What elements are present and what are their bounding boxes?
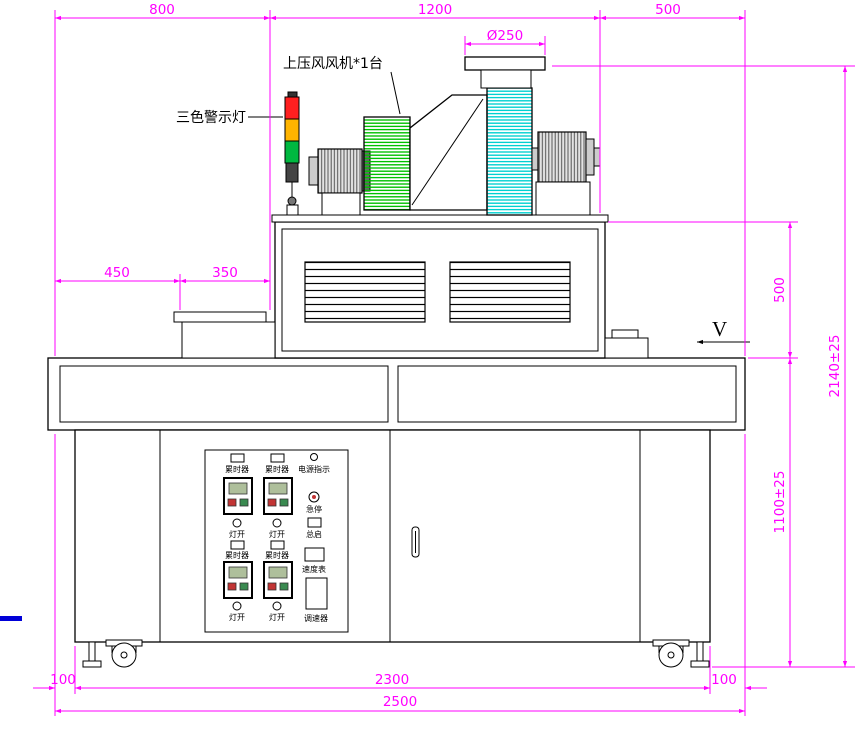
- dim-label-2300: 2300: [375, 672, 409, 688]
- timer-label: 累时器: [265, 464, 289, 474]
- table-panel-left: [59, 365, 389, 423]
- dim-label-100-left: 100: [50, 672, 76, 688]
- dim-label-450: 450: [104, 265, 130, 281]
- lamp-on-label: 灯开: [229, 612, 245, 622]
- speed-governor-knob: [305, 577, 328, 610]
- timer-plate: [230, 453, 245, 463]
- warning-light-green: [284, 140, 300, 164]
- inlet-housing: [181, 321, 276, 359]
- warning-light-base: [285, 162, 299, 183]
- dim-label-1200: 1200: [418, 2, 452, 18]
- outlet-latch: [611, 329, 639, 339]
- timer-label: 累时器: [225, 464, 249, 474]
- timer-label: 累时器: [265, 550, 289, 560]
- leveling-foot-right: [690, 641, 710, 668]
- louver-vent-right: [449, 261, 571, 323]
- master-start-label: 总启: [306, 529, 322, 539]
- callouts: 上压风风机*1台 三色警示灯 V: [176, 56, 750, 345]
- table-panel-right: [397, 365, 737, 423]
- timer-counter: [223, 477, 253, 515]
- top-fan-leader-line: [390, 71, 401, 115]
- timer-plate: [230, 540, 245, 550]
- top-mounting-plate: [271, 214, 609, 223]
- leveling-foot-left: [82, 641, 102, 668]
- power-indicator-label: 电源指示: [298, 464, 330, 474]
- motor-left-body: [317, 148, 363, 194]
- speed-meter-label: 速度表: [302, 564, 326, 574]
- dim-label-500-right: 500: [772, 277, 788, 303]
- timer-plate: [270, 540, 285, 550]
- caster-wheel-right: [652, 639, 690, 668]
- warning-light-yellow: [284, 118, 300, 142]
- dim-label-table-height: 1100±25: [772, 471, 788, 534]
- lamp-on-label: 灯开: [269, 612, 285, 622]
- fan-scroll-detail: [411, 98, 484, 206]
- top-fan-callout: 上压风风机*1台: [283, 56, 383, 72]
- warning-light-red: [284, 96, 300, 120]
- oven-inner-frame: [281, 228, 599, 352]
- lower-cabinet: [74, 429, 711, 643]
- power-indicator-lamp: [310, 453, 318, 461]
- motor-right-body: [537, 131, 587, 183]
- timer-counter: [223, 561, 253, 599]
- direction-v-label: V: [712, 317, 727, 341]
- emergency-stop-dot: [312, 495, 316, 499]
- dim-label-800: 800: [149, 2, 175, 18]
- exhaust-duct: [464, 56, 546, 89]
- fan-motor-right: [531, 131, 601, 216]
- fan-scroll-housing: [409, 94, 488, 211]
- dim-label-duct-diameter: Ø250: [487, 28, 523, 44]
- lamp-on-switch: [232, 601, 242, 611]
- warning-light-tower: [284, 91, 300, 216]
- speed-meter-display: [304, 547, 325, 562]
- lamp-on-switch: [272, 518, 282, 528]
- warning-light-joint: [287, 196, 297, 206]
- blower-column: [486, 87, 533, 216]
- motor-left-base: [321, 192, 361, 216]
- speed-governor-label: 调速器: [304, 614, 328, 623]
- caster-wheel-left: [105, 639, 143, 668]
- dim-label-350: 350: [212, 265, 238, 281]
- control-panel: 累时器 累时器 电源指示 急停 灯开 灯开 总启 累时器 累时器 速度表: [204, 449, 349, 633]
- timer-plate: [270, 453, 285, 463]
- dimensions: 800 1200 500 450 350 Ø250 500 2140±25 11…: [33, 2, 855, 716]
- stray-blue-mark: [0, 616, 22, 621]
- fan-motor-left: [308, 148, 371, 216]
- dim-label-overall-width: 2500: [383, 694, 417, 710]
- motor-right-pedestal: [535, 181, 591, 216]
- dim-label-500-top: 500: [655, 2, 681, 18]
- lamp-on-label: 灯开: [269, 529, 285, 539]
- lamp-on-switch: [272, 601, 282, 611]
- timer-counter: [263, 561, 293, 599]
- outlet-bracket: [604, 337, 649, 359]
- lamp-on-switch: [232, 518, 242, 528]
- louver-vent-left: [304, 261, 426, 323]
- dim-label-overall-height: 2140±25: [827, 335, 843, 398]
- warning-light-callout: 三色警示灯: [176, 109, 246, 126]
- emergency-stop-label: 急停: [306, 504, 322, 514]
- timer-label: 累时器: [225, 550, 249, 560]
- timer-counter: [263, 477, 293, 515]
- inlet-plate: [173, 311, 267, 323]
- master-start-button: [307, 517, 322, 528]
- warning-light-mount: [286, 204, 299, 216]
- machine-body: [47, 56, 746, 668]
- dim-label-100-right: 100: [711, 672, 737, 688]
- lamp-on-label: 灯开: [229, 529, 245, 539]
- top-pressure-fan: [363, 116, 411, 211]
